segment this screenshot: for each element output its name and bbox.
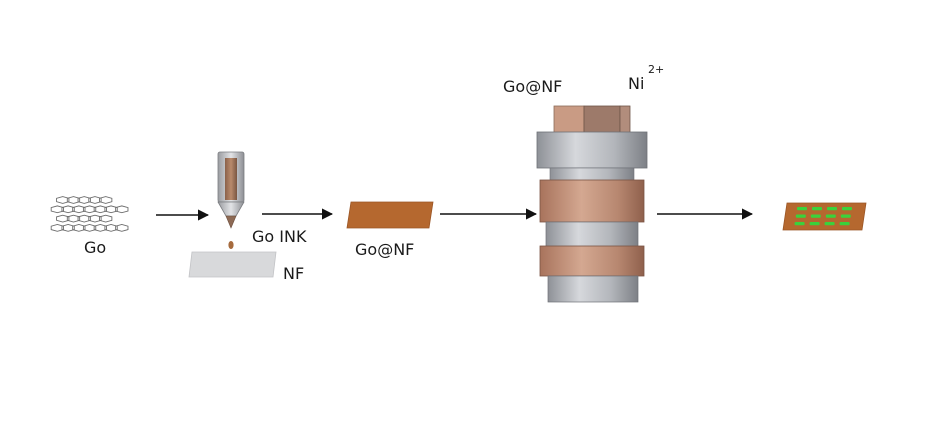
coated-label: Go@NF bbox=[355, 240, 415, 259]
ion-charge-label: 2+ bbox=[648, 63, 665, 76]
product-pattern-mark bbox=[794, 222, 805, 226]
ink-droplet-icon bbox=[228, 241, 234, 249]
product-pattern-mark bbox=[840, 214, 851, 218]
product-pattern-mark bbox=[812, 207, 822, 211]
product-pattern-mark bbox=[810, 214, 821, 218]
graphene-hexagon bbox=[115, 205, 129, 214]
reactor-icon bbox=[536, 105, 648, 303]
coated-nf-plate bbox=[346, 201, 434, 229]
product-pattern-mark bbox=[827, 207, 837, 211]
product-pattern-mark bbox=[809, 222, 820, 226]
product-pattern-mark bbox=[839, 222, 850, 226]
graphene-label: Go bbox=[84, 238, 107, 257]
reactor-inner-label: Go@NF bbox=[503, 77, 563, 96]
pipette-icon bbox=[217, 151, 245, 229]
substrate-label: NF bbox=[283, 264, 305, 283]
graphene-hexagon bbox=[99, 196, 113, 204]
product-pattern-mark bbox=[797, 207, 807, 211]
product-pattern-mark bbox=[842, 207, 852, 211]
ink-label: Go INK bbox=[252, 227, 307, 246]
product-plate bbox=[782, 202, 867, 231]
product-pattern bbox=[794, 207, 852, 226]
graphene-hexagon bbox=[99, 214, 113, 223]
graphene-lattice-icon bbox=[50, 196, 129, 232]
nf-plate bbox=[188, 251, 277, 278]
ion-label: Ni bbox=[628, 74, 645, 93]
product-pattern-mark bbox=[795, 214, 806, 218]
graphene-hexagon bbox=[115, 224, 129, 232]
product-pattern-mark bbox=[824, 222, 835, 226]
product-pattern-mark bbox=[825, 214, 836, 218]
